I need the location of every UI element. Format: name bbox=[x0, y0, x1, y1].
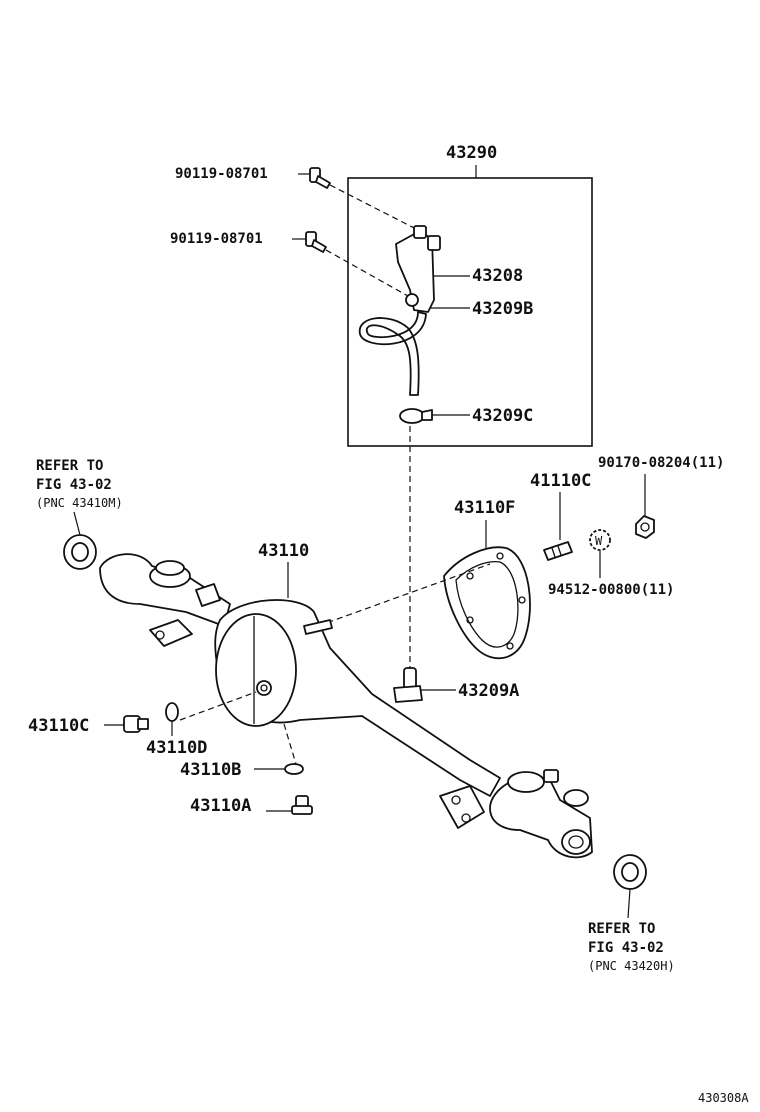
drain-plug-icon bbox=[291, 795, 313, 815]
axle-housing-icon bbox=[99, 553, 593, 859]
refer-right-line2: FIG 43-02 bbox=[588, 940, 664, 956]
refer-right-line1: REFER TO bbox=[588, 921, 655, 937]
hose-clamp-icon bbox=[399, 408, 433, 424]
refer-left-line1: REFER TO bbox=[36, 458, 103, 474]
breather-hose-icon bbox=[359, 311, 427, 396]
callout-43110b: 43110B bbox=[180, 760, 241, 780]
callout-43110: 43110 bbox=[258, 541, 309, 561]
callout-41110c: 41110C bbox=[530, 471, 591, 491]
callout-90119-08701-lower: 90119-08701 bbox=[170, 231, 263, 247]
callout-43110f: 43110F bbox=[454, 498, 515, 518]
callout-43209c: 43209C bbox=[472, 406, 533, 426]
nut-icon bbox=[635, 515, 655, 539]
refer-left-line2: FIG 43-02 bbox=[36, 477, 112, 493]
callout-43110d: 43110D bbox=[146, 738, 207, 758]
oil-seal-right-icon bbox=[613, 854, 647, 919]
breather-bracket-icon bbox=[395, 225, 441, 313]
refer-left-line3: (PNC 43410M) bbox=[36, 496, 123, 510]
callout-90170-08204: 90170-08204(11) bbox=[598, 455, 724, 471]
breather-assembly-box bbox=[347, 165, 593, 447]
figure-code: 430308A bbox=[698, 1091, 749, 1105]
oil-seal-left-icon bbox=[63, 511, 97, 570]
refer-right-line3: (PNC 43420H) bbox=[588, 959, 675, 973]
breather-union-icon bbox=[393, 667, 423, 703]
bolt-upper-icon bbox=[309, 167, 331, 189]
drain-gasket-icon bbox=[284, 763, 304, 775]
callout-43209b: 43209B bbox=[472, 299, 533, 319]
callout-94512-00800: 94512-00800(11) bbox=[548, 582, 674, 598]
bolt-lower-icon bbox=[305, 231, 327, 253]
callout-43110c: 43110C bbox=[28, 716, 89, 736]
washer-mark: W bbox=[595, 534, 603, 548]
callout-90119-08701-upper: 90119-08701 bbox=[175, 166, 268, 182]
plug-gasket-icon bbox=[165, 702, 179, 722]
stud-bolt-icon bbox=[543, 541, 573, 561]
callout-43208: 43208 bbox=[472, 266, 523, 286]
washer-icon: W bbox=[589, 529, 611, 551]
callout-43110a: 43110A bbox=[190, 796, 251, 816]
carrier-gasket-icon bbox=[443, 546, 531, 660]
callout-43209a: 43209A bbox=[458, 681, 519, 701]
callout-43290: 43290 bbox=[446, 143, 497, 163]
filler-plug-icon bbox=[123, 715, 149, 733]
